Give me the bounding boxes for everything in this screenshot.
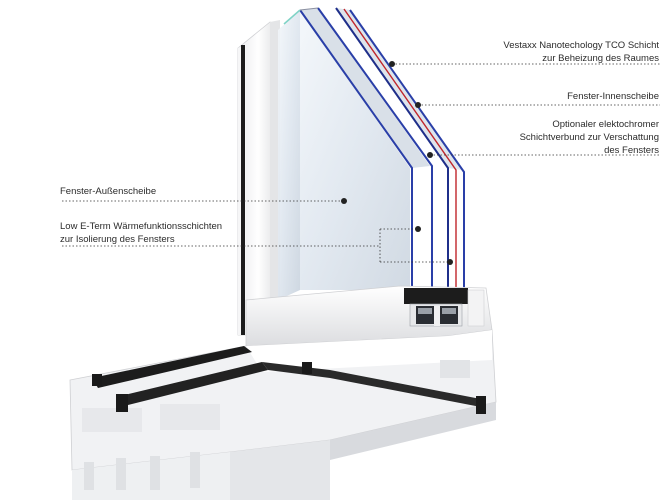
label-electrochromic-line-3: des Fensters: [604, 145, 659, 156]
label-outer-pane-line-1: Fenster-Außenscheibe: [60, 186, 157, 197]
leader-line-tco: [389, 61, 660, 67]
label-electrochromic-line-1: Optionaler elektochromer: [552, 119, 659, 130]
label-tco-layer: Vestaxx Nanotechology TCO Schicht zur Be…: [503, 39, 659, 65]
glass-pane-inner: [335, 7, 465, 290]
leader-line-low-e: [62, 226, 453, 265]
glass-pane-outer: [278, 10, 410, 300]
label-inner-pane-line-1: Fenster-Innenscheibe: [567, 91, 659, 102]
glass-pane-middle: [299, 7, 433, 290]
label-electrochromic: Optionaler elektochromer Schichtverbund …: [520, 118, 659, 157]
sash-bottom-profile: [245, 285, 493, 347]
label-low-e-line-2: zur Isolierung des Fensters: [60, 234, 175, 245]
vertical-frame-post: [237, 20, 280, 336]
leader-line-inner-pane: [415, 102, 660, 108]
label-tco-line-1: Vestaxx Nanotechology TCO Schicht: [503, 40, 659, 51]
leader-line-electrochromic: [427, 152, 660, 158]
label-inner-pane: Fenster-Innenscheibe: [567, 90, 659, 103]
label-electrochromic-line-2: Schichtverbund zur Verschattung: [519, 132, 659, 143]
bottom-frame-sill: [69, 329, 497, 500]
leader-line-outer-pane: [62, 198, 347, 204]
label-low-e-line-1: Low E-Term Wärmefunktionsschichten: [60, 221, 223, 232]
glass-top-edges: [283, 7, 319, 25]
sill-gaskets: [92, 346, 486, 414]
label-outer-pane: Fenster-Außenscheibe: [60, 185, 156, 198]
label-tco-line-2: zur Beheizung des Raumes: [542, 53, 659, 64]
label-low-e: Low E-Term Wärmefunktionsschichten zur I…: [60, 220, 222, 246]
